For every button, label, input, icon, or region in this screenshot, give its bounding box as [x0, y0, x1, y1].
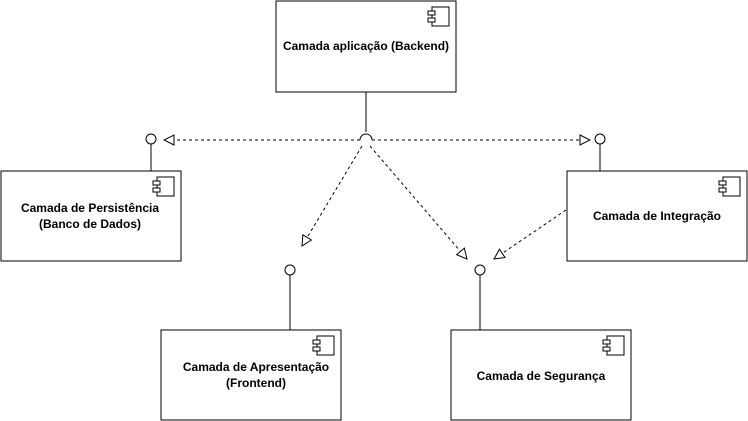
component-seguranca[interactable]: Camada de Segurança: [450, 329, 632, 421]
uml-component-icon: [602, 335, 625, 356]
component-apresentacao[interactable]: Camada de Apresentação (Frontend): [160, 329, 342, 421]
component-label: Camada de Integração: [593, 209, 721, 223]
component-persistencia[interactable]: Camada de Persistência (Banco de Dados): [0, 170, 182, 262]
dep-integracao-to-seguranca: [494, 209, 567, 259]
component-label-line-2: (Banco de Dados): [39, 217, 141, 231]
connectors: [145, 92, 606, 330]
uml-component-icon: [152, 176, 175, 197]
backend-socket: [359, 133, 373, 141]
dep-backend-to-apresentacao: [302, 145, 363, 246]
uml-component-icon: [718, 176, 741, 197]
component-integracao[interactable]: Camada de Integração: [566, 170, 748, 262]
persistencia-interface: [145, 133, 157, 145]
component-label-line-1: Camada de Persistência: [21, 201, 159, 215]
component-label: Camada de Segurança: [477, 369, 606, 383]
component-backend[interactable]: Camada aplicação (Backend): [275, 0, 457, 93]
seguranca-interface: [474, 264, 486, 276]
dep-backend-to-seguranca: [369, 145, 467, 259]
component-label: Camada aplicação (Backend): [283, 39, 449, 53]
component-label-line-2: (Frontend): [226, 376, 286, 390]
component-label-line-1: Camada de Apresentação: [183, 360, 329, 374]
uml-component-icon: [312, 335, 335, 356]
integracao-interface: [594, 133, 606, 145]
uml-component-icon: [427, 6, 450, 27]
apresentacao-interface: [284, 264, 296, 276]
